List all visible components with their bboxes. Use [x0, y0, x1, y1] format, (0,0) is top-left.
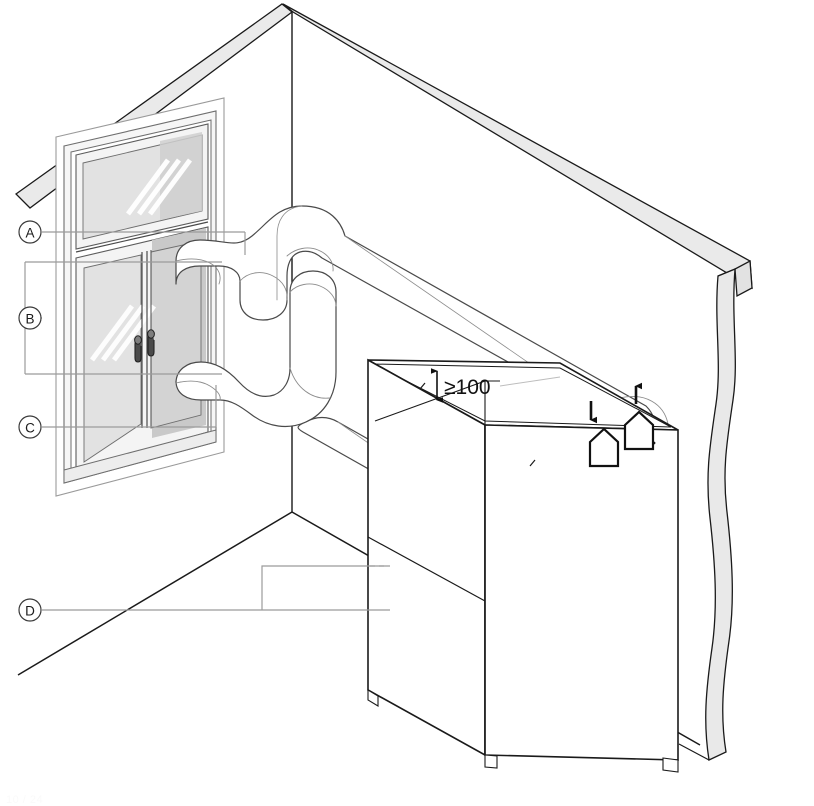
leader-d-bracket	[261, 565, 390, 610]
callout-a-label: A	[25, 226, 34, 241]
wall-top-right-edge	[717, 268, 736, 277]
supply-air-port-icon	[588, 401, 620, 468]
window-handle-right[interactable]	[147, 329, 155, 357]
window-transom-rail	[75, 221, 209, 253]
unit-foot-left	[367, 689, 379, 707]
unit-edge-tick-1	[419, 382, 426, 390]
duct-lower-crease-1	[175, 380, 221, 401]
dimension-label: ≥100	[444, 376, 491, 399]
callout-b[interactable]: B	[18, 306, 42, 330]
dimension-label-pointer	[499, 376, 561, 387]
callout-d[interactable]: D	[18, 598, 42, 622]
unit-front-left-face	[367, 358, 486, 757]
window-handle-left[interactable]	[134, 335, 142, 363]
wall-broken-bottom	[678, 743, 710, 761]
clearance-dimension: ≥100	[374, 368, 561, 425]
window-assembly	[55, 97, 225, 497]
unit-foot-front	[484, 754, 498, 769]
callout-leaders	[24, 231, 390, 611]
callout-a-circle	[18, 220, 42, 244]
duct-upper-crease-2	[239, 272, 288, 301]
callout-c[interactable]: C	[18, 415, 42, 439]
callout-bubbles: A B C D	[18, 220, 42, 622]
duct-lower-crease-3	[289, 367, 331, 399]
ceiling-band-endcap	[734, 259, 753, 298]
dimension-arrow-to-unit	[374, 380, 486, 422]
extract-air-port-icon	[623, 382, 655, 451]
window-sill	[63, 429, 217, 484]
wall-broken-edge	[705, 267, 736, 761]
duct-lower-crease-2	[289, 283, 337, 307]
duct-upper-crease-1	[175, 258, 221, 285]
unit-front-right-face	[484, 424, 679, 761]
duct-upper-crease-3	[286, 247, 334, 272]
unit-top-inner	[372, 363, 672, 428]
transom-glass-highlight	[125, 158, 193, 216]
house-glyph-supply	[588, 427, 620, 468]
unit-edge-tick-2	[529, 459, 536, 467]
unit-panel-split-left	[367, 536, 486, 602]
figure-caption: 10 / 24	[6, 794, 44, 806]
callout-c-circle	[18, 415, 42, 439]
callout-d-circle	[18, 598, 42, 622]
callout-b-circle	[18, 306, 42, 330]
callout-d-label: D	[25, 604, 35, 619]
duct-upper-seam-b	[276, 205, 303, 301]
callout-a[interactable]: A	[18, 220, 42, 244]
house-glyph-extract	[623, 410, 655, 451]
unit-foot-right	[662, 757, 679, 773]
ventilation-unit	[367, 358, 679, 773]
callout-b-label: B	[25, 312, 34, 327]
callout-c-label: C	[25, 421, 35, 436]
port-icon-group	[588, 382, 655, 468]
floor-line-left	[17, 511, 293, 676]
